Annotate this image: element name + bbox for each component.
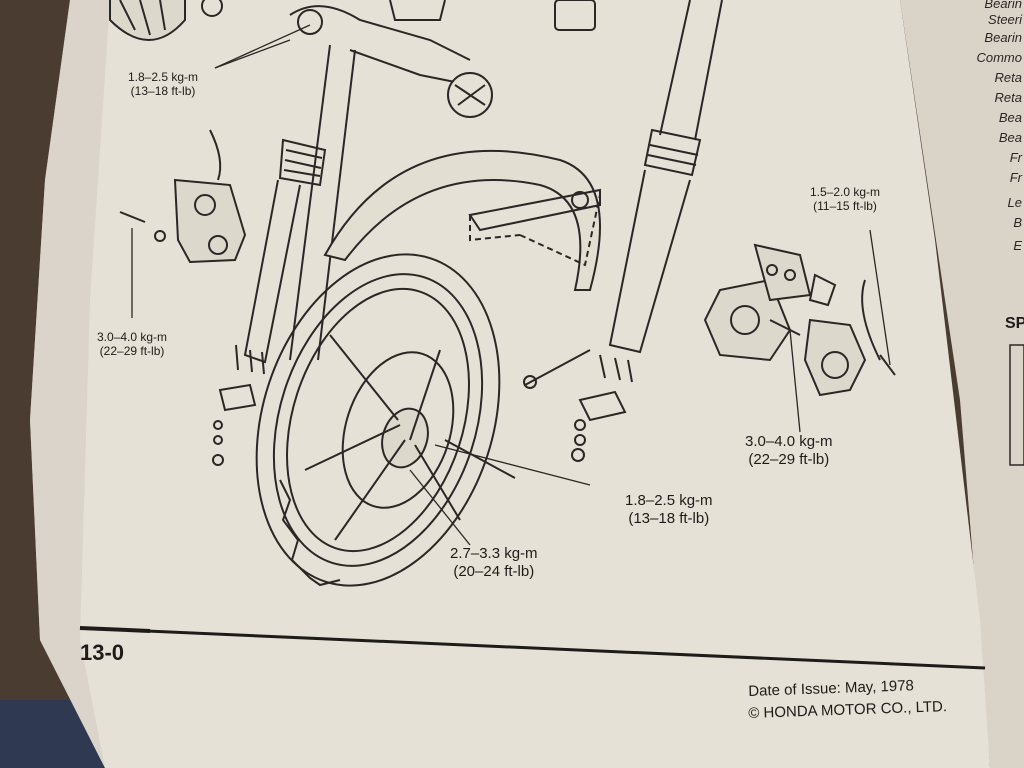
torque-ftlb: (20–24 ft-lb) xyxy=(453,563,535,580)
torque-ftlb: (11–15 ft-lb) xyxy=(813,199,877,214)
facing-item: Fr xyxy=(1009,150,1022,165)
torque-ftlb: (22–29 ft-lb) xyxy=(748,451,830,468)
facing-item: Le xyxy=(1007,195,1022,210)
page-shade xyxy=(30,0,110,768)
facing-page xyxy=(900,0,1024,768)
facing-item: Fr xyxy=(1009,170,1022,185)
facing-table xyxy=(1009,344,1024,466)
facing-item: Bearin xyxy=(984,0,1022,11)
torque-label-top-bridge: 1.8–2.5 kg-m (13–18 ft-lb) xyxy=(128,70,198,99)
torque-label-caliper-pin: 1.5–2.0 kg-m (11–15 ft-lb) xyxy=(810,185,880,214)
facing-item: Bea xyxy=(998,110,1022,125)
facing-spec-heading: SP xyxy=(1005,315,1024,332)
page-number: 13-0 xyxy=(80,640,125,665)
torque-kgm: 1.5–2.0 kg-m xyxy=(810,185,881,199)
facing-item: Steeri xyxy=(988,12,1022,27)
torque-kgm: 3.0–4.0 kg-m xyxy=(745,433,833,450)
torque-label-right-caliper: 3.0–4.0 kg-m (22–29 ft-lb) xyxy=(745,433,833,469)
torque-label-axle-nut: 2.7–3.3 kg-m (20–24 ft-lb) xyxy=(450,545,538,581)
facing-item: Bearin xyxy=(984,30,1022,45)
facing-item: Bea xyxy=(998,130,1022,145)
main-page xyxy=(30,0,990,768)
torque-kgm: 1.8–2.5 kg-m xyxy=(625,492,713,509)
torque-kgm: 1.8–2.5 kg-m xyxy=(128,70,199,84)
footer-rule xyxy=(79,626,986,670)
facing-item: Reta xyxy=(994,90,1022,105)
leader-lines xyxy=(131,24,891,546)
torque-label-left-caliper: 3.0–4.0 kg-m (22–29 ft-lb) xyxy=(97,330,167,359)
facing-item: Commo xyxy=(976,50,1022,65)
torque-kgm: 3.0–4.0 kg-m xyxy=(97,330,168,344)
page-num-rule xyxy=(79,626,151,633)
torque-ftlb: (13–18 ft-lb) xyxy=(130,84,196,99)
torque-label-axle-holder: 1.8–2.5 kg-m (13–18 ft-lb) xyxy=(625,492,713,528)
torque-kgm: 2.7–3.3 kg-m xyxy=(450,545,538,562)
fork-assembly-illustration xyxy=(109,0,896,587)
torque-ftlb: (22–29 ft-lb) xyxy=(99,344,165,359)
facing-item: B xyxy=(1013,215,1022,230)
facing-item: E xyxy=(1013,238,1022,253)
facing-item: Reta xyxy=(994,70,1022,85)
torque-ftlb: (13–18 ft-lb) xyxy=(628,510,710,527)
